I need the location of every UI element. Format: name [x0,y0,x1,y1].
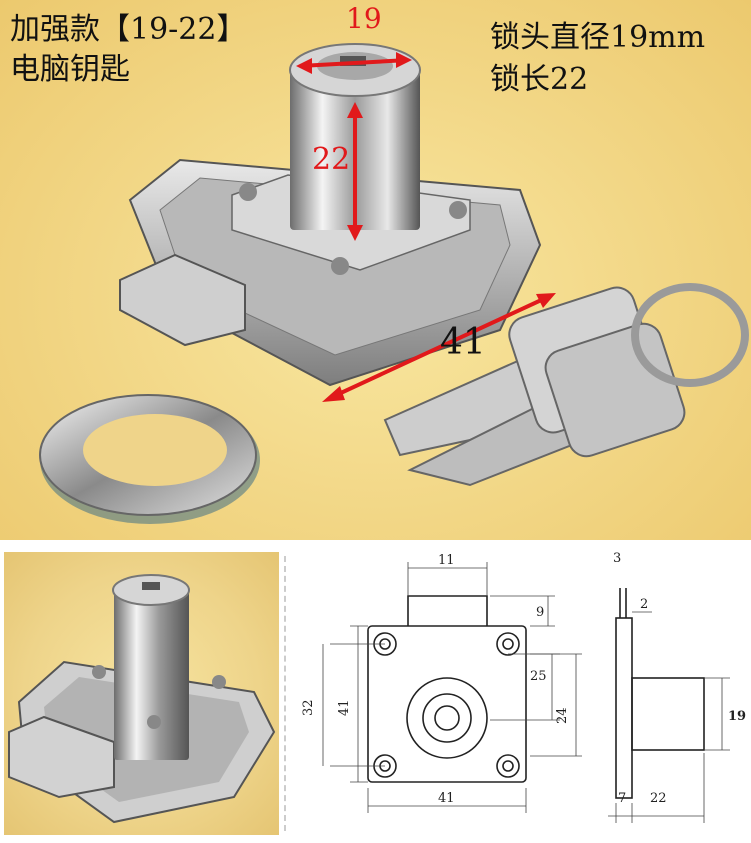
spec-length: 锁长22 [490,62,589,97]
keyhole [142,582,160,590]
dim-outer-height: 41 [337,699,352,716]
dim-side-top: 3 [613,551,621,566]
lock-bolt [119,253,246,347]
key-ring [631,283,749,387]
dim-top-height: 9 [536,605,544,620]
screw-hole [331,257,349,275]
photo-key-length-label: 41 [440,322,486,363]
dashed-separator [284,556,286,831]
keyhole [340,56,366,66]
dim-side-plate: 2 [640,597,648,612]
side-plate [615,617,633,799]
screw-hole [449,201,467,219]
spec-diameter: 锁头直径19mm [490,20,706,55]
photo-diameter-label: 19 [346,2,382,35]
dim-hole-spacing: 25 [530,669,547,684]
dimension-drawing: 11 9 25 32 41 24 41 3 2 19 7 22 [301,551,746,823]
photo-length-label: 22 [312,142,351,177]
dim-side-plate-width: 7 [618,791,626,806]
lock-bolt [8,715,115,799]
secondary-photo [4,552,279,835]
lock-cylinder [114,590,189,760]
cylinder-face [406,677,488,759]
lock-photo-illustration [39,43,749,524]
dim-top-width: 11 [438,553,455,568]
product-title: 加强款【19-22】 [10,12,247,47]
dim-center-bottom: 24 [555,707,570,724]
lock-photo-small [8,574,276,824]
side-cylinder [631,677,705,751]
section-divider [0,540,751,550]
technical-drawing: 11 9 25 32 41 24 41 3 2 19 7 22 [290,548,751,839]
dim-inner-height: 32 [301,699,316,716]
keys [383,283,749,487]
dim-side-cylinder-height: 19 [728,709,746,724]
front-plate [367,625,527,783]
dim-side-cylinder-length: 22 [650,791,667,806]
dim-width: 41 [438,791,455,806]
main-photo [0,0,751,540]
screw-hole [239,183,257,201]
product-subtitle: 电脑钥匙 [10,52,130,87]
